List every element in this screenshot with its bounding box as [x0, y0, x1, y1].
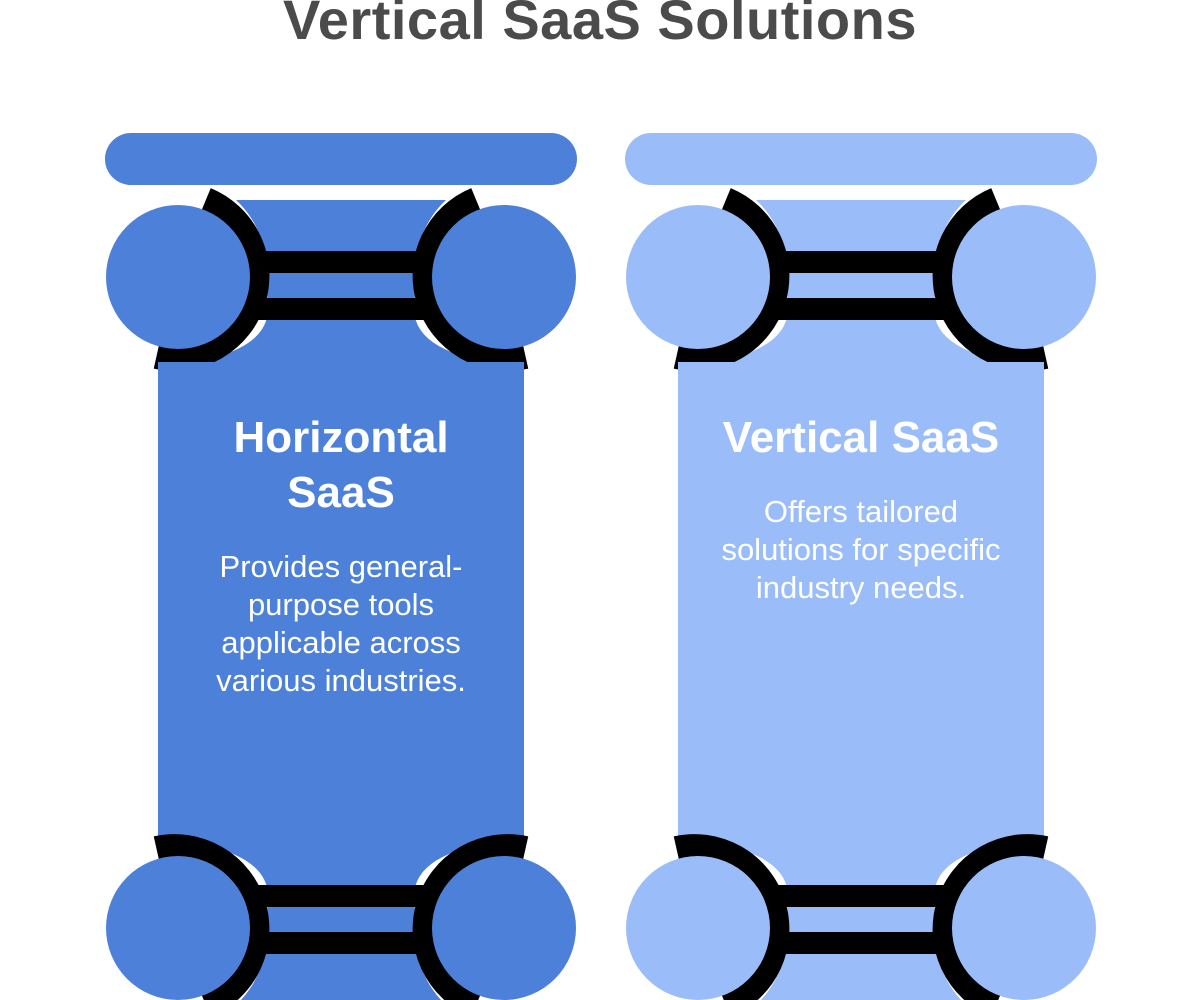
column-heading: Vertical SaaS	[722, 413, 1000, 462]
column-heading: Horizontal SaaS	[233, 413, 449, 517]
column-description: Offers tailored solutions for specific i…	[721, 494, 1001, 605]
column-text-vertical-saas: Vertical SaaS Offers tailored solutions …	[700, 410, 1022, 607]
page-title: Vertical SaaS Solutions	[283, 0, 917, 51]
column-description: Provides general-purpose tools applicabl…	[216, 549, 466, 698]
column-text-horizontal-saas: Horizontal SaaS Provides general-purpose…	[180, 410, 502, 700]
